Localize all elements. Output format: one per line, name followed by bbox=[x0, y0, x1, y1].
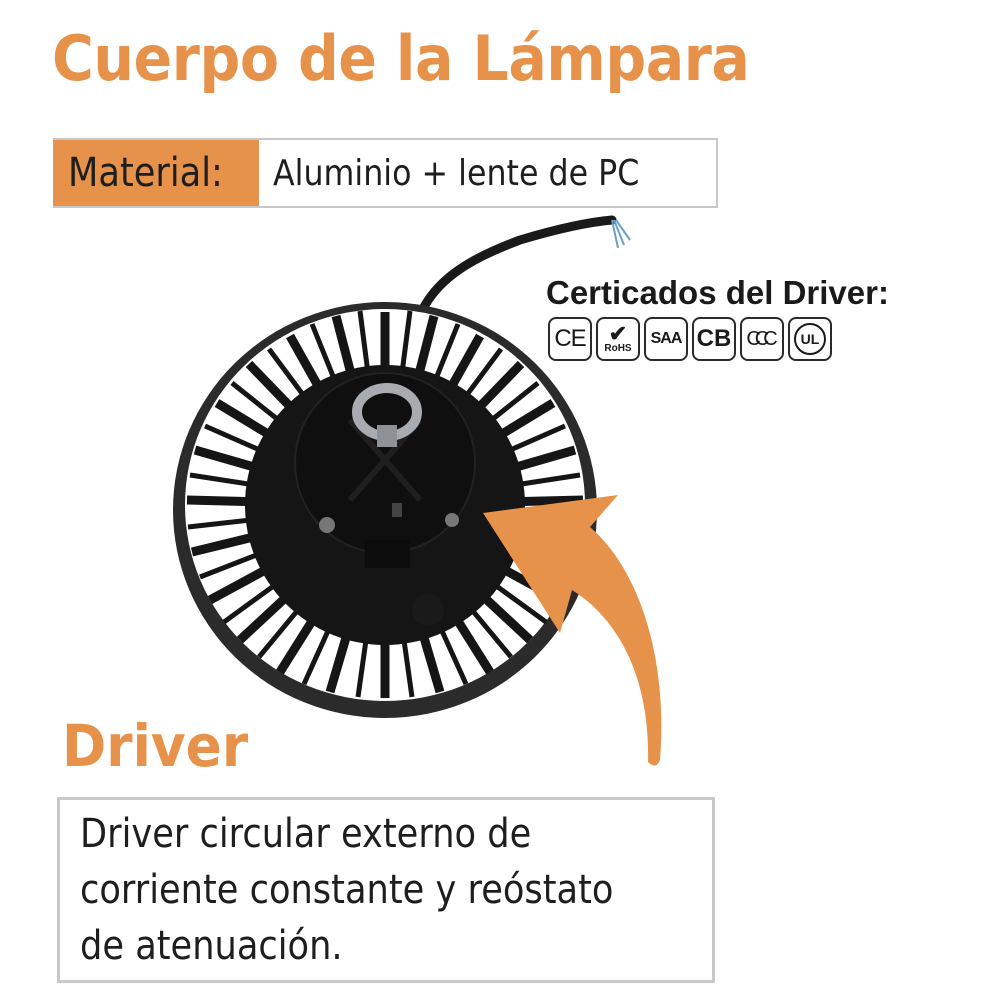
driver-description-box: Driver circular externo de corriente con… bbox=[57, 797, 715, 983]
saa-icon: SAA bbox=[644, 317, 688, 361]
saa-badge-text: SAA bbox=[650, 330, 683, 347]
material-label-text: Material: bbox=[68, 150, 223, 196]
driver-description-line: Driver circular externo de bbox=[80, 811, 532, 857]
certificates-title: Certicados del Driver: bbox=[546, 274, 889, 311]
pointer-arrow bbox=[483, 495, 662, 766]
ce-badge-text: CE bbox=[554, 325, 586, 352]
lamp-product-image bbox=[173, 215, 662, 766]
material-label: Material: bbox=[53, 140, 259, 206]
page-title: Cuerpo de la Lámpara bbox=[52, 22, 750, 95]
ccc-badge-text: CCC bbox=[746, 327, 777, 350]
ul-badge-text: UL bbox=[800, 331, 820, 347]
certification-badges: CE ✔ RoHS SAA CB CCC UL bbox=[548, 317, 832, 361]
ul-ring: UL bbox=[794, 323, 826, 355]
driver-description-line: de atenuación. bbox=[80, 923, 343, 969]
rohs-icon: ✔ RoHS bbox=[596, 317, 640, 361]
material-value-text: Aluminio + lente de PC bbox=[273, 152, 640, 194]
driver-title: Driver bbox=[62, 712, 249, 780]
ccc-icon: CCC bbox=[740, 317, 784, 361]
cb-icon: CB bbox=[692, 317, 736, 361]
driver-description-line: corriente constante y reóstato bbox=[80, 867, 614, 913]
rohs-badge-text: RoHS bbox=[604, 343, 632, 354]
cb-badge-text: CB bbox=[696, 325, 732, 352]
check-icon: ✔ bbox=[608, 321, 628, 346]
ce-icon: CE bbox=[548, 317, 592, 361]
material-value: Aluminio + lente de PC bbox=[259, 140, 689, 206]
material-spec-box: Material: Aluminio + lente de PC bbox=[53, 138, 718, 208]
ul-icon: UL bbox=[788, 317, 832, 361]
